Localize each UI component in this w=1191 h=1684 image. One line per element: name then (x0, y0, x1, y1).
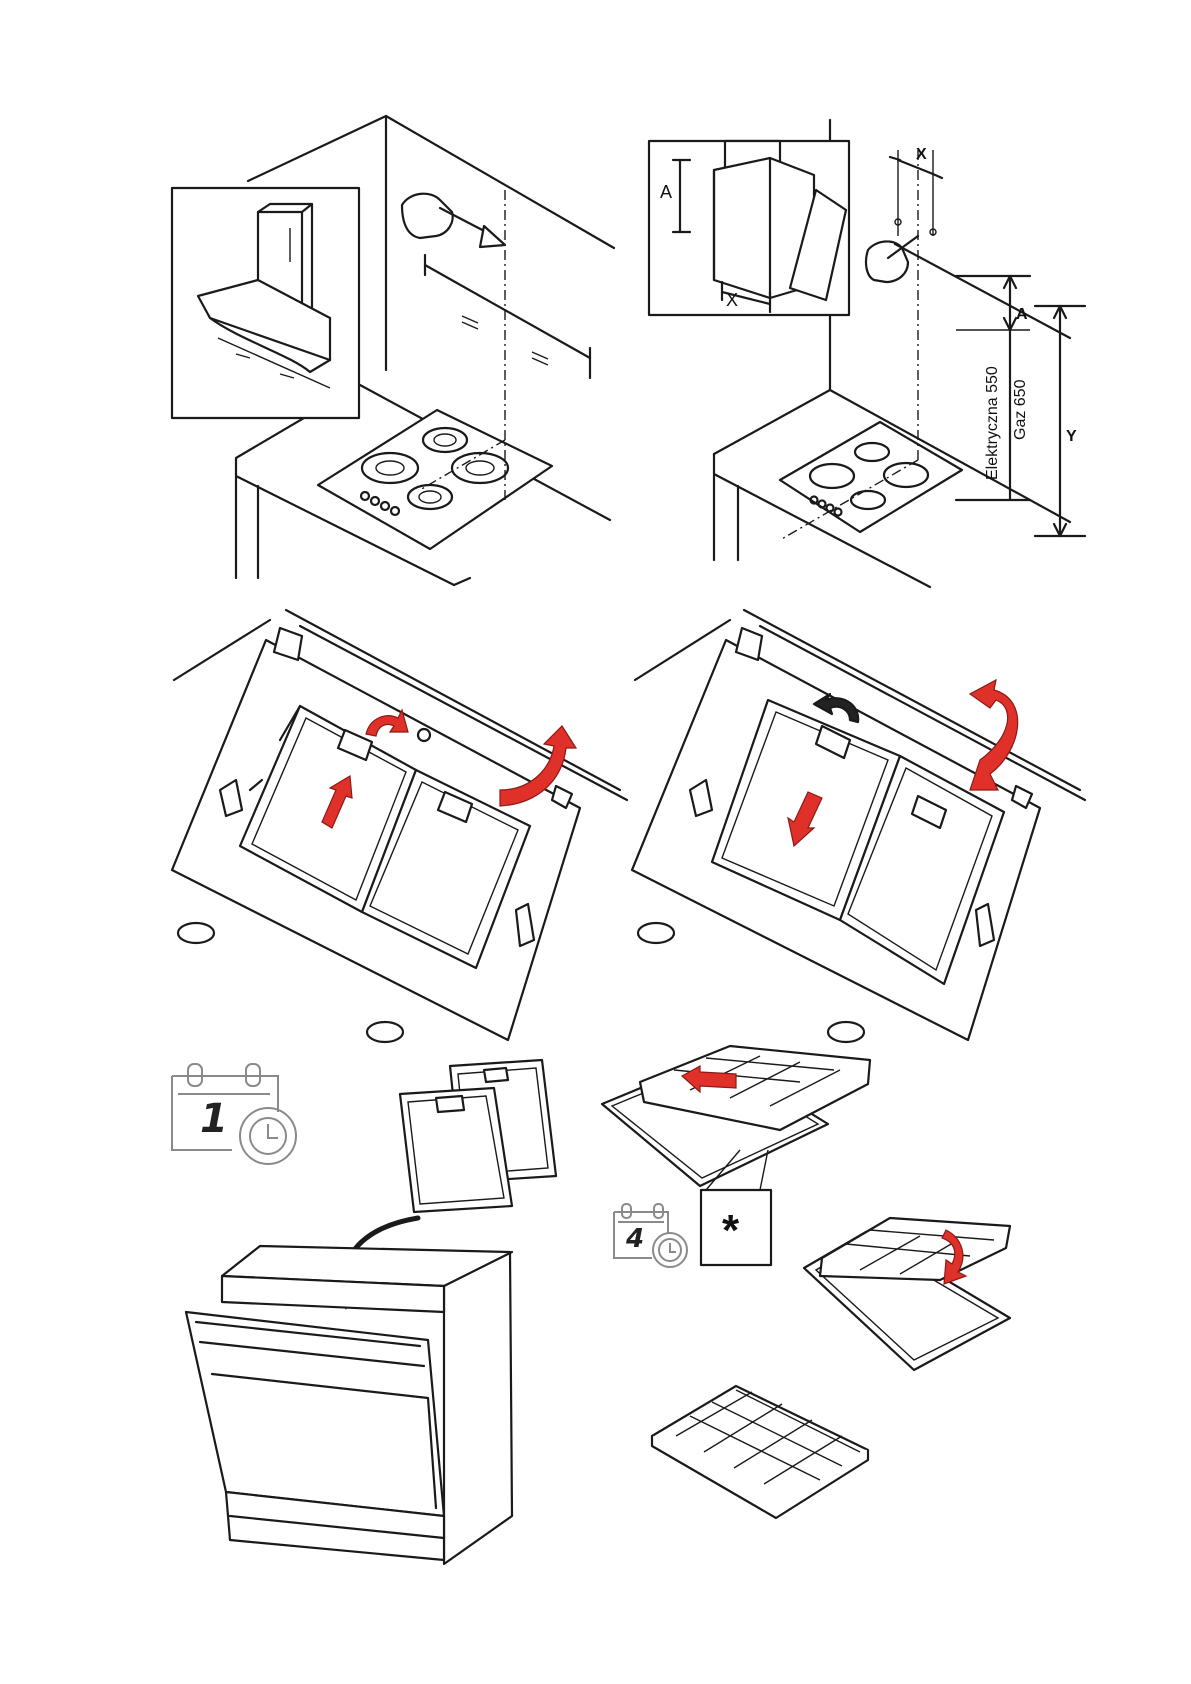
label-a: A (1016, 306, 1028, 324)
panel-filter-removal (172, 610, 627, 1042)
hand-pencil-icon-right (866, 236, 918, 282)
calendar-number-1: 1 (200, 1096, 228, 1142)
label-x-top: X (916, 146, 927, 164)
panel-installation-centering (172, 116, 614, 585)
hand-pencil-icon (402, 194, 505, 247)
calendar-clock-icon (172, 1064, 296, 1164)
panel-carbon-filter (602, 1046, 1010, 1518)
label-a-inset: A (660, 182, 672, 203)
calendar-clock-icon-4 (614, 1204, 687, 1267)
label-y: Y (1066, 428, 1077, 446)
panel-dishwasher (172, 1060, 556, 1564)
panel-filter-lowering (632, 610, 1085, 1042)
label-electric-height: Elektryczna 550 (984, 366, 1002, 480)
label-x-inset: X (726, 290, 738, 311)
asterisk-mark: * (722, 1206, 739, 1256)
calendar-number-4: 4 (626, 1224, 644, 1254)
panel-dimensions (649, 120, 1085, 587)
label-gas-height: Gaz 650 (1012, 380, 1030, 440)
